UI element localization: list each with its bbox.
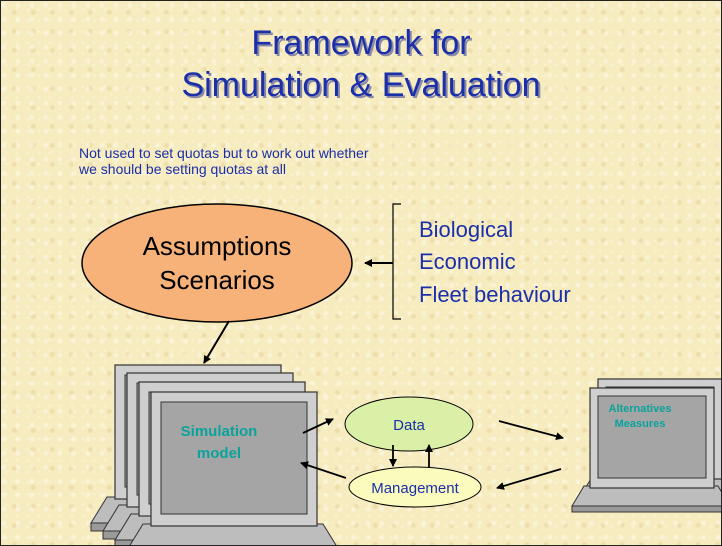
assumptions-to-model-arrow [203, 320, 230, 364]
assumptions-line-2: Scenarios [159, 265, 275, 295]
assumptions-line-1: Assumptions [143, 231, 292, 261]
data-ellipse [344, 396, 474, 452]
bracket [392, 203, 401, 320]
management-to-model-arrow [300, 461, 347, 479]
bracket-item-fleet-behaviour: Fleet behaviour [419, 282, 571, 307]
assumptions-ellipse [81, 203, 353, 323]
management-ellipse [348, 466, 482, 508]
alternatives-line-1: Alternatives [609, 403, 672, 415]
subtitle-line-2: we should be setting quotas at all [79, 161, 287, 177]
data-label: Data [393, 417, 425, 434]
title-line-1: Framework for [251, 24, 471, 62]
bracket-item-biological: Biological [419, 217, 514, 242]
title-line-2: Simulation & Evaluation [181, 66, 541, 104]
laptop-front [126, 391, 340, 545]
simulation-model-line-2: model [197, 445, 241, 462]
data-to-alternatives-arrow [498, 420, 564, 441]
management-label: Management [371, 480, 459, 497]
bracket-item-economic: Economic [419, 249, 516, 274]
subtitle-line-1: Not used to set quotas but to work out w… [79, 145, 369, 161]
model-to-data-arrow [302, 418, 334, 434]
simulation-model-line-1: Simulation [181, 423, 258, 440]
alternatives-line-2: Measures [615, 418, 666, 430]
alternatives-to-management-arrow [496, 468, 562, 490]
